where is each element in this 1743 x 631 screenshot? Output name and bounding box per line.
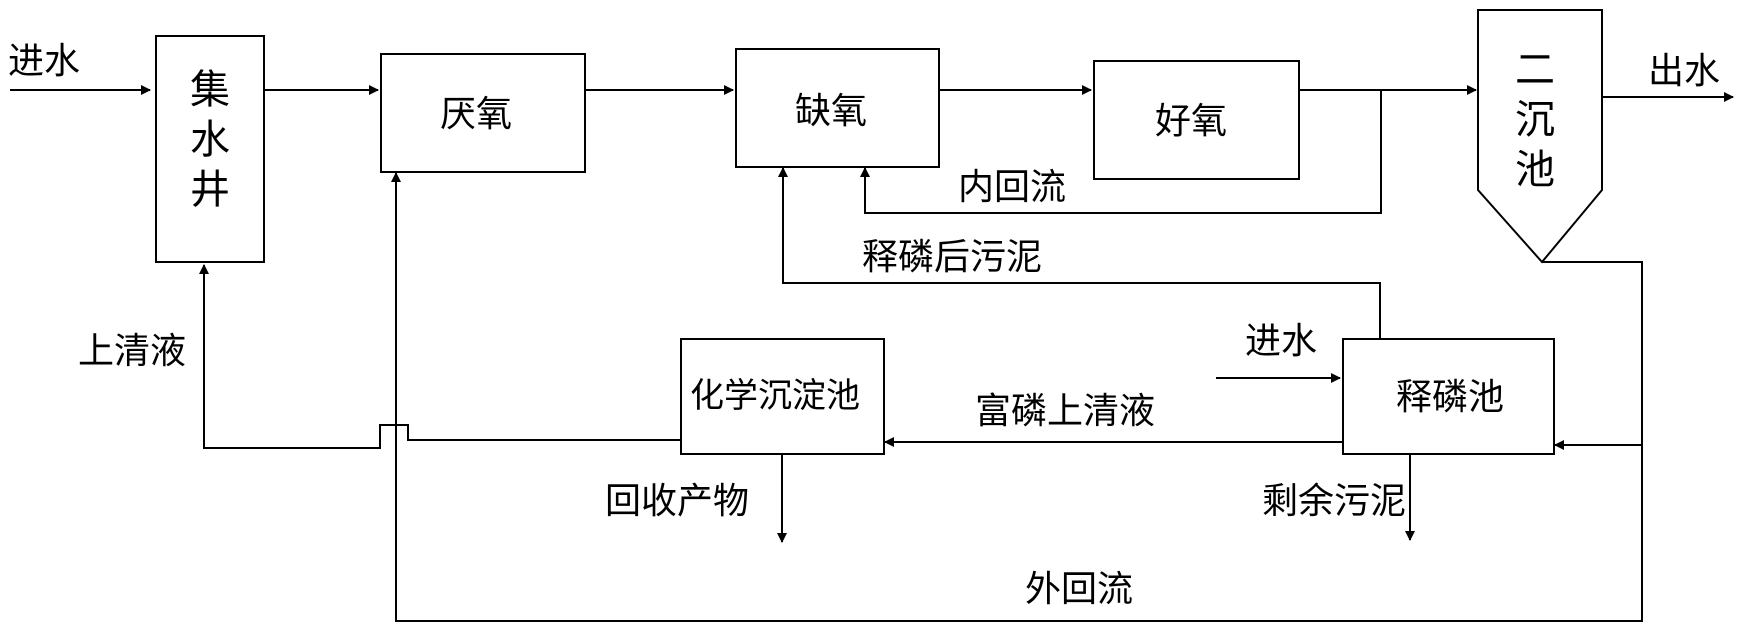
clarifier-sludge-line <box>1542 261 1643 450</box>
internal-recycle-line <box>860 90 1382 214</box>
influent-release-label: 进水 <box>1245 321 1318 362</box>
post-release-sludge-label: 释磷后污泥 <box>862 237 1043 278</box>
supernatant-line <box>199 264 680 449</box>
effluent-label: 出水 <box>1648 51 1721 92</box>
excess-sludge-label: 剩余污泥 <box>1262 481 1407 522</box>
phosphorus-release-label: 释磷池 <box>1396 377 1505 418</box>
recovered-product-label: 回收产物 <box>605 481 750 522</box>
external-recycle-line <box>391 172 1643 622</box>
anoxic-box: 缺氧 <box>735 48 940 168</box>
anoxic-label: 缺氧 <box>795 91 868 132</box>
secondary-clarifier-shape <box>1477 9 1603 264</box>
aerobic-label: 好氧 <box>1155 101 1228 142</box>
influent-label: 进水 <box>8 41 81 82</box>
anaerobic-label: 厌氧 <box>440 94 513 135</box>
chemical-precipitation-label: 化学沉淀池 <box>690 376 860 416</box>
anaerobic-box: 厌氧 <box>380 53 586 173</box>
p-rich-supernatant-label: 富磷上清液 <box>975 391 1156 432</box>
external-recycle-label: 外回流 <box>1025 569 1134 610</box>
supernatant-label: 上清液 <box>78 331 187 372</box>
internal-recycle-label: 内回流 <box>958 167 1067 208</box>
collection-well-box: 集水井 <box>155 35 265 263</box>
chemical-precipitation-box: 化学沉淀池 <box>680 338 885 455</box>
secondary-clarifier-label: 二沉池 <box>1515 47 1555 193</box>
phosphorus-release-box: 释磷池 <box>1342 338 1555 455</box>
aerobic-box: 好氧 <box>1093 60 1300 180</box>
collection-well-label: 集水井 <box>190 67 230 213</box>
post-release-sludge-line <box>778 167 1381 338</box>
